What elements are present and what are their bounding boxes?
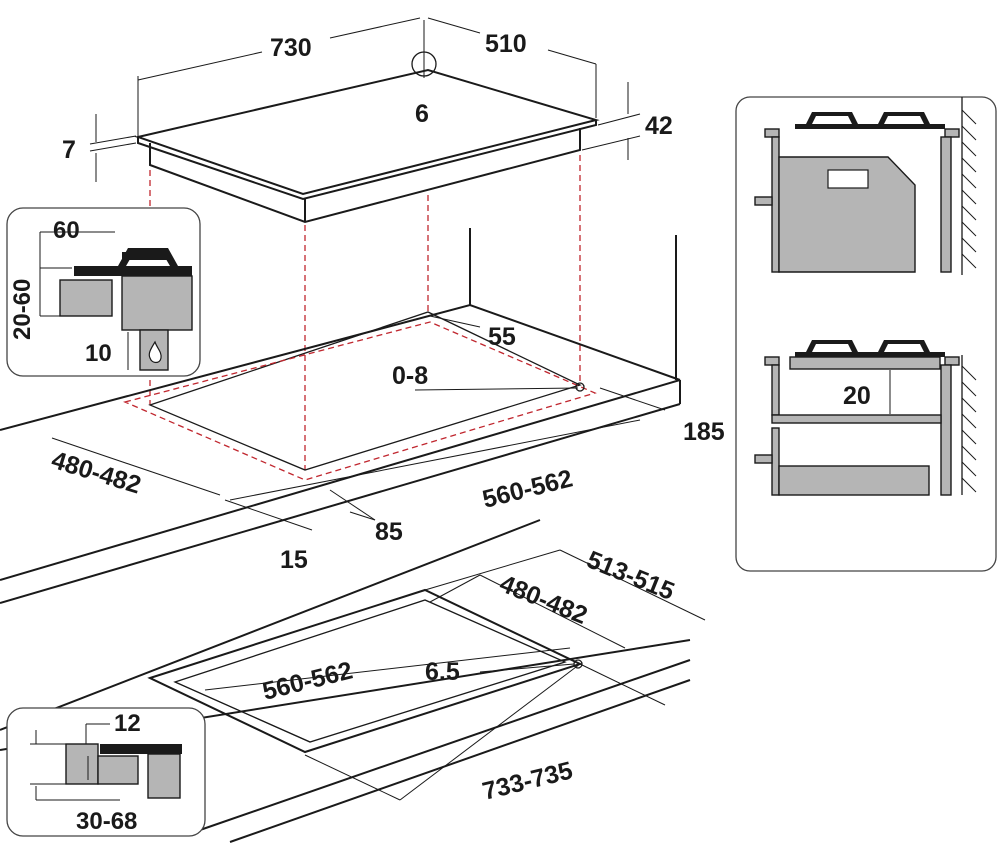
flush-dimensions [204, 549, 706, 801]
radius-label: 6.5 [425, 658, 460, 686]
worktop-thickness-label: 20-60 [9, 279, 36, 340]
hob-height-label: 42 [645, 112, 673, 140]
side-margin-label: 55 [488, 323, 516, 351]
recess-label: 12 [114, 710, 141, 737]
flush-section-detail [6, 707, 206, 837]
side-section-detail [6, 207, 201, 377]
hob-width-label: 730 [270, 34, 312, 62]
flush-depth-label: 480-482 [496, 570, 592, 630]
gap-label: 10 [85, 340, 112, 367]
hob-dimensions [89, 17, 641, 182]
cutout-dimensions [51, 315, 666, 531]
outer-width-label: 733-735 [480, 756, 576, 805]
projection-lines [149, 155, 581, 470]
hob-drawing [134, 20, 600, 224]
flush-width-label: 560-562 [260, 656, 356, 705]
hob-depth-label: 510 [485, 30, 527, 58]
tolerance-label: 0-8 [392, 362, 428, 390]
flush-thickness-label: 30-68 [76, 808, 137, 835]
oven-detail [735, 96, 997, 572]
cutout-depth-label: 480-482 [48, 446, 144, 500]
gas-inlet-label: 6 [415, 100, 429, 128]
clearance-label: 60 [53, 217, 80, 244]
outer-depth-label: 513-515 [583, 546, 679, 606]
oven-gap-label: 20 [843, 382, 871, 410]
front-distance-label: 85 [375, 518, 403, 546]
cutout-width-label: 560-562 [480, 464, 576, 513]
rear-distance-label: 185 [683, 418, 725, 446]
front-edge-label: 15 [280, 546, 308, 574]
edge-thickness-label: 7 [62, 136, 76, 164]
worktop-drawing [0, 228, 681, 604]
gas-flame-icon [148, 340, 162, 364]
